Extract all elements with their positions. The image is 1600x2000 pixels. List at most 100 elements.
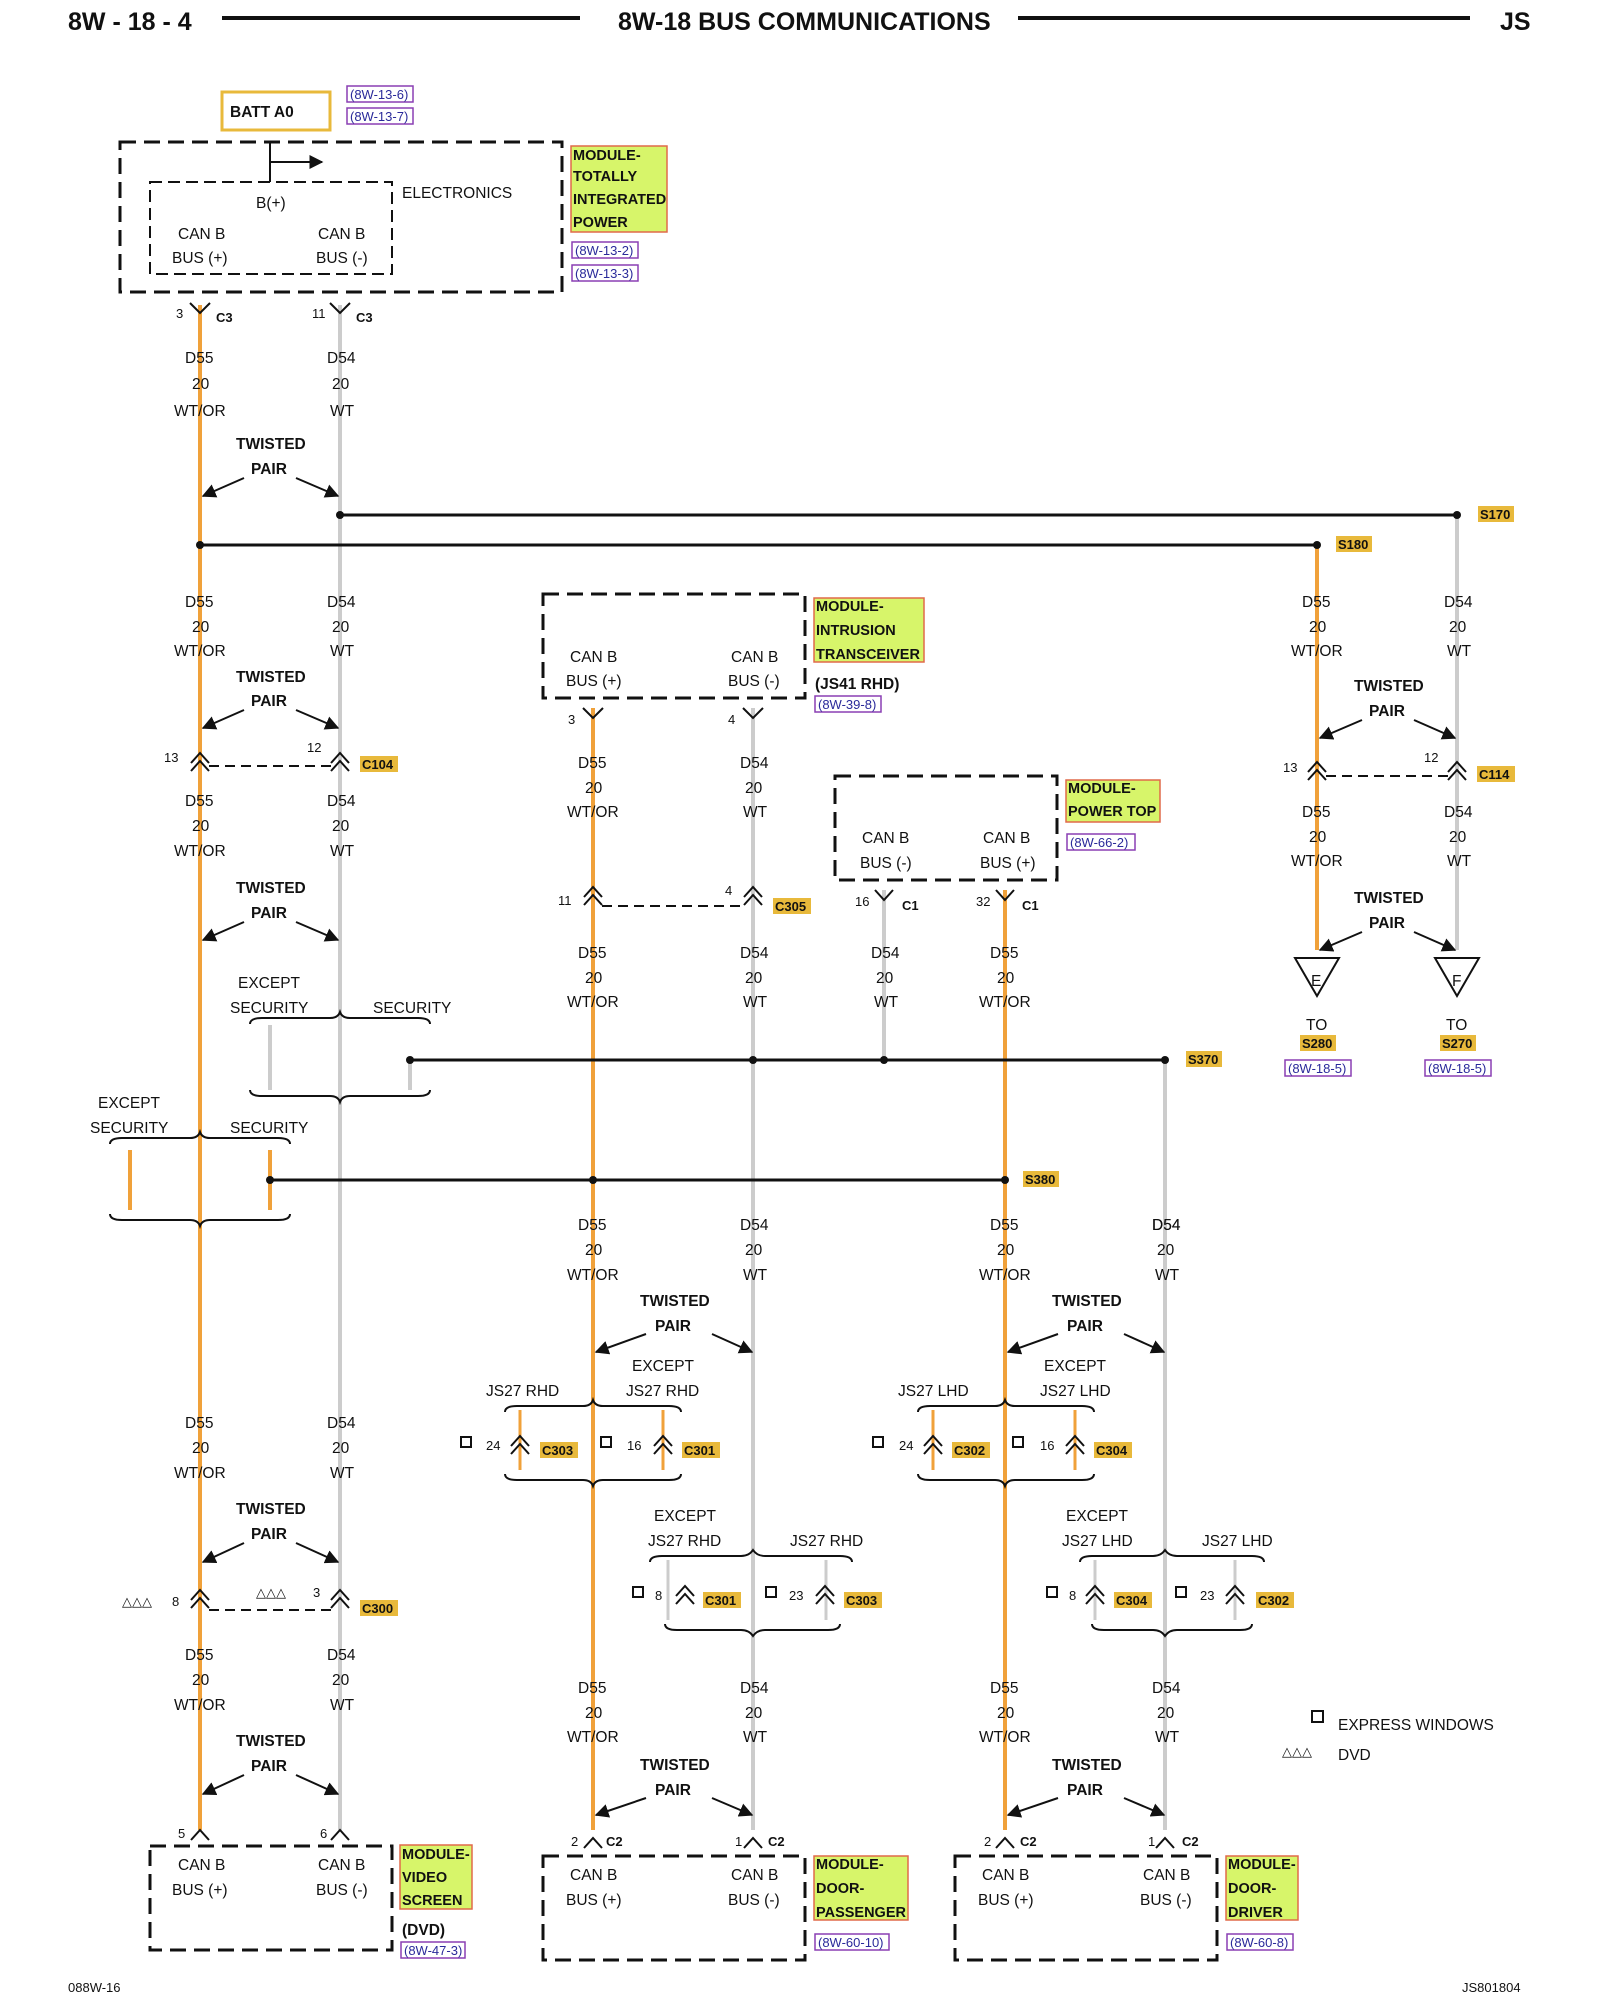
variant-brace: EXCEPT JS27 LHD JS27 LHD 8 C304 23 C302 bbox=[1046, 1508, 1294, 1638]
continuation-e: E TO S280 (8W-18-5) bbox=[1284, 957, 1352, 1077]
ref-link[interactable]: (8W-18-5) bbox=[1428, 1061, 1486, 1076]
svg-text:C1: C1 bbox=[902, 898, 919, 913]
splice-dots bbox=[196, 511, 1461, 1184]
svg-text:D55: D55 bbox=[185, 594, 213, 611]
ref-link[interactable]: (8W-13-7) bbox=[350, 109, 408, 124]
svg-text:20: 20 bbox=[997, 970, 1015, 987]
svg-text:BUS (+): BUS (+) bbox=[978, 1892, 1034, 1909]
svg-text:WT: WT bbox=[874, 994, 899, 1011]
svg-text:TWISTED: TWISTED bbox=[1354, 890, 1424, 907]
svg-text:WT/OR: WT/OR bbox=[174, 643, 226, 660]
svg-text:CAN B: CAN B bbox=[318, 1857, 365, 1874]
express-windows-icon bbox=[600, 1436, 612, 1448]
express-windows-icon bbox=[872, 1436, 884, 1448]
svg-text:JS27 RHD: JS27 RHD bbox=[790, 1533, 863, 1550]
svg-text:JS27 RHD: JS27 RHD bbox=[648, 1533, 721, 1550]
svg-text:24: 24 bbox=[899, 1438, 913, 1453]
svg-text:D54: D54 bbox=[327, 350, 356, 367]
svg-text:CAN B: CAN B bbox=[862, 830, 909, 847]
svg-text:C305: C305 bbox=[775, 899, 806, 914]
svg-text:6: 6 bbox=[320, 1826, 327, 1841]
svg-text:20: 20 bbox=[332, 619, 350, 636]
svg-text:TO: TO bbox=[1446, 1017, 1467, 1034]
svg-text:MODULE-: MODULE- bbox=[402, 1847, 470, 1863]
svg-text:BUS (+): BUS (+) bbox=[566, 1892, 622, 1909]
express-windows-icon bbox=[460, 1436, 472, 1448]
svg-text:WT: WT bbox=[330, 643, 355, 660]
svg-text:D54: D54 bbox=[1152, 1217, 1181, 1234]
svg-text:20: 20 bbox=[332, 1440, 350, 1457]
svg-text:D55: D55 bbox=[185, 793, 213, 810]
svg-text:EXCEPT: EXCEPT bbox=[654, 1508, 717, 1525]
svg-text:EXCEPT: EXCEPT bbox=[632, 1358, 695, 1375]
svg-text:PAIR: PAIR bbox=[251, 1526, 287, 1543]
svg-text:12: 12 bbox=[1424, 750, 1438, 765]
splice-s380: S380 bbox=[1025, 1172, 1055, 1187]
svg-text:20: 20 bbox=[192, 1672, 210, 1689]
svg-text:TWISTED: TWISTED bbox=[236, 436, 306, 453]
ref-link[interactable]: (8W-60-8) bbox=[1230, 1935, 1288, 1950]
ref-link[interactable]: (8W-13-2) bbox=[575, 243, 633, 258]
svg-text:20: 20 bbox=[585, 1705, 603, 1722]
ref-link[interactable]: (8W-60-10) bbox=[818, 1935, 884, 1950]
svg-text:C303: C303 bbox=[846, 1593, 877, 1608]
ref-link[interactable]: (8W-39-8) bbox=[818, 697, 876, 712]
svg-text:20: 20 bbox=[745, 970, 763, 987]
svg-text:VIDEO: VIDEO bbox=[402, 1870, 447, 1886]
svg-text:BUS (-): BUS (-) bbox=[1140, 1892, 1192, 1909]
module-tipm: B(+) ELECTRONICS CAN B BUS (+) CAN B BUS… bbox=[118, 140, 668, 325]
svg-text:PAIR: PAIR bbox=[251, 461, 287, 478]
svg-text:JS27 RHD: JS27 RHD bbox=[626, 1383, 699, 1400]
ref-link[interactable]: (8W-47-3) bbox=[404, 1943, 462, 1958]
ref-link[interactable]: (8W-13-3) bbox=[575, 266, 633, 281]
svg-text:20: 20 bbox=[997, 1705, 1015, 1722]
module-door-driver: 2 C2 1 C2 CAN B BUS (+) CAN B BUS (-) MO… bbox=[953, 1834, 1299, 1962]
twisted-pair: TWISTED PAIR bbox=[201, 1501, 340, 1564]
page-header: 8W - 18 - 4 8W-18 BUS COMMUNICATIONS JS bbox=[68, 8, 1531, 36]
svg-text:TWISTED: TWISTED bbox=[640, 1757, 710, 1774]
ref-link[interactable]: (8W-13-6) bbox=[350, 87, 408, 102]
svg-text:11: 11 bbox=[558, 893, 572, 908]
svg-text:3: 3 bbox=[313, 1585, 320, 1600]
svg-text:PAIR: PAIR bbox=[251, 905, 287, 922]
svg-text:23: 23 bbox=[789, 1588, 803, 1603]
ref-link[interactable]: (8W-18-5) bbox=[1288, 1061, 1346, 1076]
svg-text:D55: D55 bbox=[185, 1647, 213, 1664]
svg-text:3: 3 bbox=[568, 712, 575, 727]
svg-text:SECURITY: SECURITY bbox=[373, 1000, 451, 1017]
svg-text:D54: D54 bbox=[1444, 594, 1473, 611]
svg-text:CAN B: CAN B bbox=[731, 1867, 778, 1884]
svg-text:TO: TO bbox=[1306, 1017, 1327, 1034]
svg-text:WT/OR: WT/OR bbox=[567, 1729, 619, 1746]
svg-text:WT/OR: WT/OR bbox=[979, 994, 1031, 1011]
svg-text:INTRUSION: INTRUSION bbox=[816, 623, 896, 639]
svg-text:WT: WT bbox=[743, 994, 768, 1011]
svg-text:TWISTED: TWISTED bbox=[236, 669, 306, 686]
svg-text:POWER: POWER bbox=[573, 215, 628, 231]
svg-text:CAN B: CAN B bbox=[570, 649, 617, 666]
svg-text:D55: D55 bbox=[1302, 594, 1330, 611]
express-windows-icon bbox=[632, 1586, 644, 1598]
svg-text:CAN B: CAN B bbox=[570, 1867, 617, 1884]
svg-text:WT/OR: WT/OR bbox=[567, 994, 619, 1011]
svg-text:DOOR-: DOOR- bbox=[1228, 1881, 1277, 1897]
svg-text:20: 20 bbox=[332, 376, 350, 393]
svg-text:TWISTED: TWISTED bbox=[236, 1501, 306, 1518]
svg-text:CAN B: CAN B bbox=[318, 226, 365, 243]
svg-text:3: 3 bbox=[176, 306, 183, 321]
svg-text:CAN B: CAN B bbox=[1143, 1867, 1190, 1884]
svg-text:PASSENGER: PASSENGER bbox=[816, 1905, 907, 1921]
svg-text:CAN B: CAN B bbox=[731, 649, 778, 666]
svg-text:20: 20 bbox=[332, 818, 350, 835]
svg-text:20: 20 bbox=[585, 970, 603, 987]
svg-text:TWISTED: TWISTED bbox=[236, 1733, 306, 1750]
svg-text:WT/OR: WT/OR bbox=[174, 843, 226, 860]
ref-link[interactable]: (8W-66-2) bbox=[1070, 835, 1128, 850]
connector-c300: △△△ 8 △△△ 3 C300 bbox=[122, 1585, 398, 1616]
svg-text:D55: D55 bbox=[990, 945, 1018, 962]
